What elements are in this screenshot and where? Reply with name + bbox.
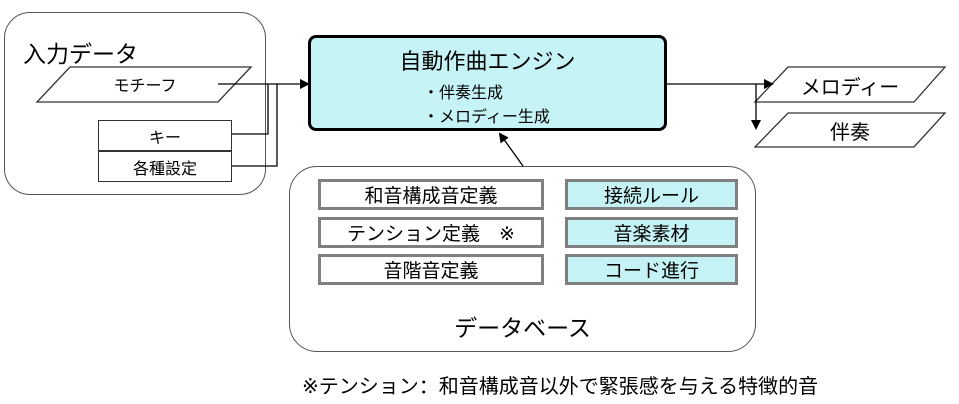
settings-label: 各種設定 xyxy=(132,158,197,178)
db-item-label: テンション定義 ※ xyxy=(347,223,515,245)
settings-box: 各種設定 xyxy=(98,151,232,182)
database-connector xyxy=(498,132,524,167)
db-item-label: 音楽素材 xyxy=(613,223,690,245)
melody-label: メロディー xyxy=(800,75,900,99)
engine-bullet-accompaniment: ・伴奏生成 xyxy=(423,83,504,102)
input-data-title: 入力データ xyxy=(23,42,138,68)
db-item-label: 接続ルール xyxy=(603,185,699,207)
db-item-label: コード進行 xyxy=(603,260,699,282)
engine-bullet-melody: ・メロディー生成 xyxy=(423,107,550,126)
melody-parallelogram xyxy=(753,66,947,103)
accompaniment-label: 伴奏 xyxy=(830,120,870,144)
db-item-label: 音階音定義 xyxy=(383,260,479,282)
motif-label: モチーフ xyxy=(113,76,177,95)
engine-title: 自動作曲エンジン xyxy=(399,50,576,75)
db-item-chord-progression: コード進行 xyxy=(565,254,738,285)
input-connectors xyxy=(218,79,310,167)
db-item-scale-tone-definition: 音階音定義 xyxy=(318,254,544,285)
db-item-connection-rules: 接続ルール xyxy=(565,179,738,210)
key-box: キー xyxy=(98,120,232,151)
accompaniment-parallelogram xyxy=(753,112,947,148)
output-connectors xyxy=(667,79,774,130)
auto-composition-engine: 自動作曲エンジン ・伴奏生成 ・メロディー生成 xyxy=(308,35,667,131)
tension-footnote: ※テンション：和音構成音以外で緊張感を与える特徴的音 xyxy=(302,374,819,398)
motif-parallelogram xyxy=(35,66,253,103)
database-title: データベース xyxy=(454,316,591,342)
db-item-tension-definition: テンション定義 ※ xyxy=(318,217,544,248)
key-label: キー xyxy=(148,127,181,147)
db-item-music-material: 音楽素材 xyxy=(565,217,738,248)
db-item-chord-tone-definition: 和音構成音定義 xyxy=(318,179,544,210)
db-item-label: 和音構成音定義 xyxy=(364,185,498,207)
